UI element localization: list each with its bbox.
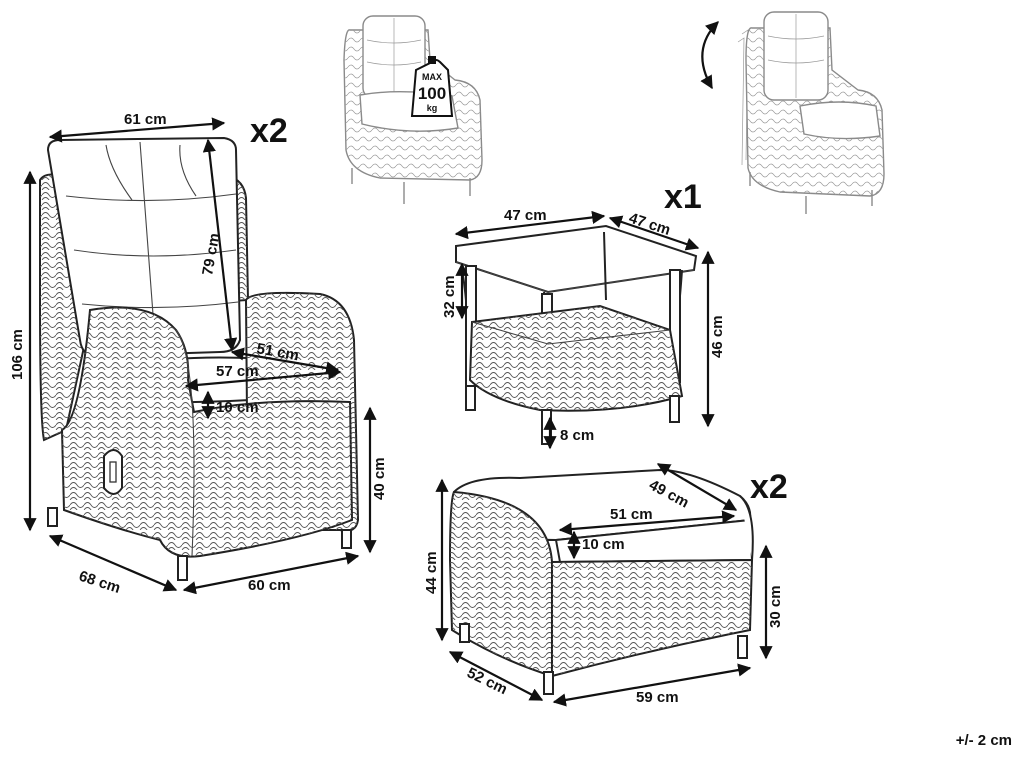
footstool-illustration bbox=[448, 468, 754, 695]
table-clearance-label: 8 cm bbox=[560, 427, 594, 444]
chair-seat-height-label: 40 cm bbox=[371, 457, 388, 500]
chair-width-top-label: 61 cm bbox=[124, 111, 167, 128]
badge-max: MAX bbox=[422, 72, 442, 82]
stool-frame-height-label: 30 cm bbox=[767, 585, 784, 628]
dimension-tolerance-note: +/- 2 cm bbox=[955, 732, 1012, 749]
table-width-label: 47 cm bbox=[504, 207, 547, 224]
armchair-illustration bbox=[39, 136, 360, 581]
stool-height-label: 44 cm bbox=[423, 551, 440, 594]
stool-cushion-label: 10 cm bbox=[582, 536, 625, 553]
chair-width-label: 60 cm bbox=[248, 577, 291, 594]
badge-100: 100 bbox=[418, 84, 446, 103]
chair-total-height-label: 106 cm bbox=[9, 329, 26, 380]
armchair-dimensions: 61 cm 79 cm 106 cm 51 cm 57 cm 10 cm 40 … bbox=[9, 111, 388, 597]
chair-recline-illustration bbox=[700, 11, 885, 214]
chair-weight-capacity-illustration: MAX 100 kg bbox=[343, 15, 483, 204]
chair-seat-width-label: 57 cm bbox=[216, 363, 259, 380]
table-quantity-label: x1 bbox=[664, 178, 702, 216]
chair-cushion-label: 10 cm bbox=[216, 399, 259, 416]
max-weight-badge: MAX 100 kg bbox=[410, 56, 454, 117]
recline-arrow-icon bbox=[700, 21, 719, 90]
chair-quantity-label: x2 bbox=[250, 112, 288, 150]
table-height-label: 46 cm bbox=[709, 315, 726, 358]
stool-depth-label: 52 cm bbox=[464, 664, 510, 698]
footstool-quantity-label: x2 bbox=[750, 468, 788, 506]
stool-top-width-label: 51 cm bbox=[610, 506, 653, 523]
badge-kg: kg bbox=[427, 103, 438, 113]
table-shelf-gap-label: 32 cm bbox=[441, 275, 458, 318]
chair-depth-label: 68 cm bbox=[77, 568, 123, 597]
stool-width-label: 59 cm bbox=[636, 689, 679, 706]
side-table-illustration bbox=[455, 224, 698, 445]
